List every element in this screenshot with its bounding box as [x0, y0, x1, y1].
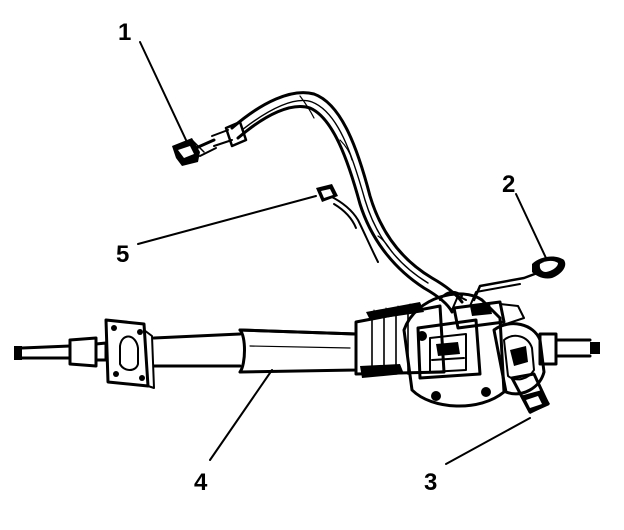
callout-2: 2 [502, 171, 515, 198]
leader-line-4 [209, 369, 273, 461]
mounting-flange [104, 318, 155, 389]
tilt-lever-wire [469, 270, 542, 307]
switch-connector [316, 184, 379, 263]
callout-1: 1 [118, 19, 131, 46]
tilt-lever [532, 256, 566, 279]
leader-line-5 [137, 195, 317, 245]
leader-line-1 [139, 41, 187, 141]
lock-housing [402, 290, 525, 408]
leader-line-3 [445, 417, 531, 465]
leader-line-2 [515, 193, 547, 259]
callout-5: 5 [116, 241, 129, 268]
harness-connector [172, 138, 205, 166]
callout-3: 3 [424, 469, 437, 496]
wiring-harness [194, 91, 464, 314]
turn-signal-switch [492, 322, 550, 414]
callout-labels: 1 2 3 4 5 [116, 19, 515, 496]
column-jacket [152, 328, 358, 374]
steering-shaft [14, 336, 108, 368]
leader-lines [137, 41, 547, 465]
upper-shaft [538, 332, 600, 366]
callout-4: 4 [194, 469, 208, 496]
